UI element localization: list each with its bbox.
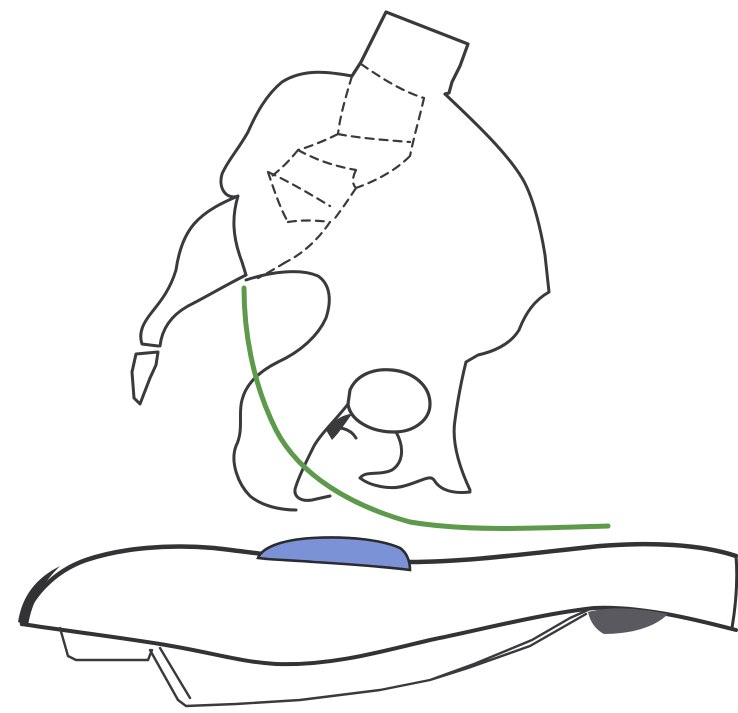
nerve-line bbox=[244, 288, 608, 529]
pressure-pad bbox=[258, 537, 410, 570]
bicycle-saddle-drawing bbox=[18, 537, 737, 706]
ilium-right-contour bbox=[445, 94, 549, 490]
ischial-tuberosity bbox=[295, 404, 470, 500]
sacrum-top bbox=[352, 12, 468, 94]
ramus-contour bbox=[160, 275, 246, 346]
saddle-rear-shadow bbox=[588, 608, 668, 634]
inner-shadow bbox=[326, 414, 352, 440]
saddle-right-edge bbox=[732, 556, 737, 628]
obturator-ring bbox=[348, 370, 430, 432]
sacral-vertebrae-dashed bbox=[258, 64, 424, 278]
pelvis-drawing bbox=[132, 12, 549, 510]
coccyx-tip bbox=[132, 352, 158, 404]
